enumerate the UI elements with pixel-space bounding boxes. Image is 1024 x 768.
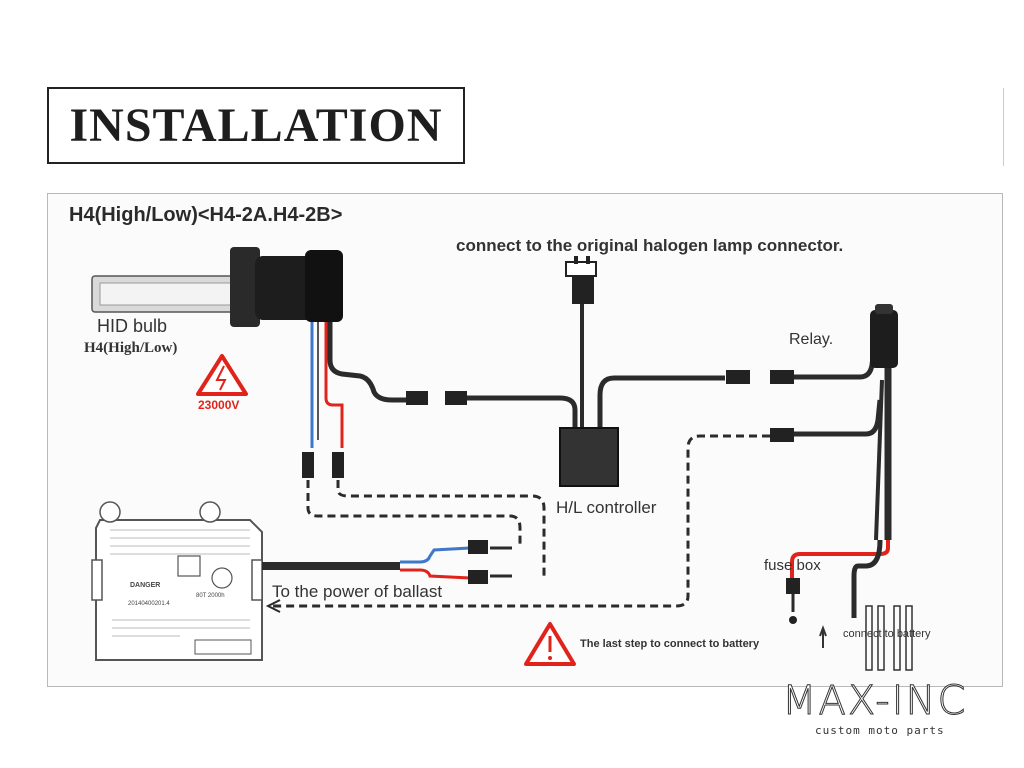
battery-wiring [786, 539, 890, 648]
ballast [91, 501, 263, 661]
relay-connectors [726, 370, 794, 442]
bulb-wires [310, 322, 410, 448]
fuse-box-label: fuse box [764, 557, 821, 574]
relay-wiring [794, 349, 892, 541]
hl-controller-label: H/L controller [556, 498, 657, 517]
ballast-danger-text: DANGER [130, 582, 161, 589]
ballast-serial-text: 20140400201.4 [128, 601, 170, 607]
last-step-label: The last step to connect to battery [580, 638, 760, 650]
ballast-wires [262, 540, 512, 584]
caution-warning-icon [524, 622, 576, 666]
brand-name: MAX-INC [781, 678, 968, 725]
halogen-connector [565, 256, 597, 304]
hid-bulb-type-label: H4(High/Low) [84, 340, 178, 356]
halogen-connector-label: connect to the original halogen lamp con… [456, 236, 844, 255]
dashed-power-line [270, 434, 770, 608]
relay-label: Relay. [789, 331, 834, 348]
diagram-subtitle: H4(High/Low)<H4-2A.H4-2B> [69, 204, 343, 226]
title-box: INSTALLATION [47, 87, 465, 164]
brand-tagline: custom moto parts [815, 724, 945, 737]
ballast-spec-text: 80T 2000h [196, 593, 225, 599]
dashed-bulb-ballast [306, 480, 546, 578]
relay [870, 304, 898, 368]
ballast-power-label: To the power of ballast [272, 582, 443, 601]
bulb-connectors [302, 391, 467, 478]
edge-line [1003, 88, 1004, 166]
brand-logo-mark [865, 605, 913, 671]
page-title: INSTALLATION [69, 99, 443, 152]
connect-battery-label: connect to battery [843, 628, 931, 640]
high-voltage-warning-icon [196, 354, 248, 396]
hl-controller-box [559, 427, 619, 487]
controller-wiring [467, 300, 725, 430]
hid-bulb-label: HID bulb [97, 316, 168, 336]
power-arrow-icon [265, 599, 281, 613]
hid-bulb [91, 247, 343, 327]
voltage-label: 23000V [198, 398, 240, 412]
